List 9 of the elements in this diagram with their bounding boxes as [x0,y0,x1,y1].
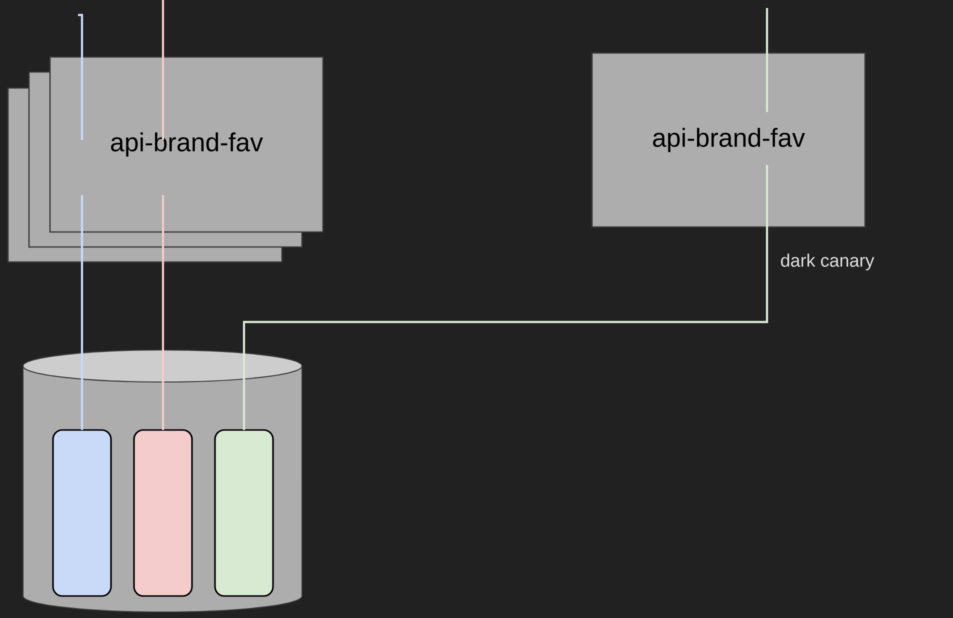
storage-slot [214,429,274,597]
connector-line [76,14,84,432]
service-box: api-brand-fav [591,52,866,228]
box-caption: dark canary [781,254,874,270]
storage-slot [52,429,112,597]
connector-line [162,0,164,432]
connector-line [242,6,768,432]
service-box: api-brand-fav [49,56,324,233]
storage-slot [133,429,193,597]
